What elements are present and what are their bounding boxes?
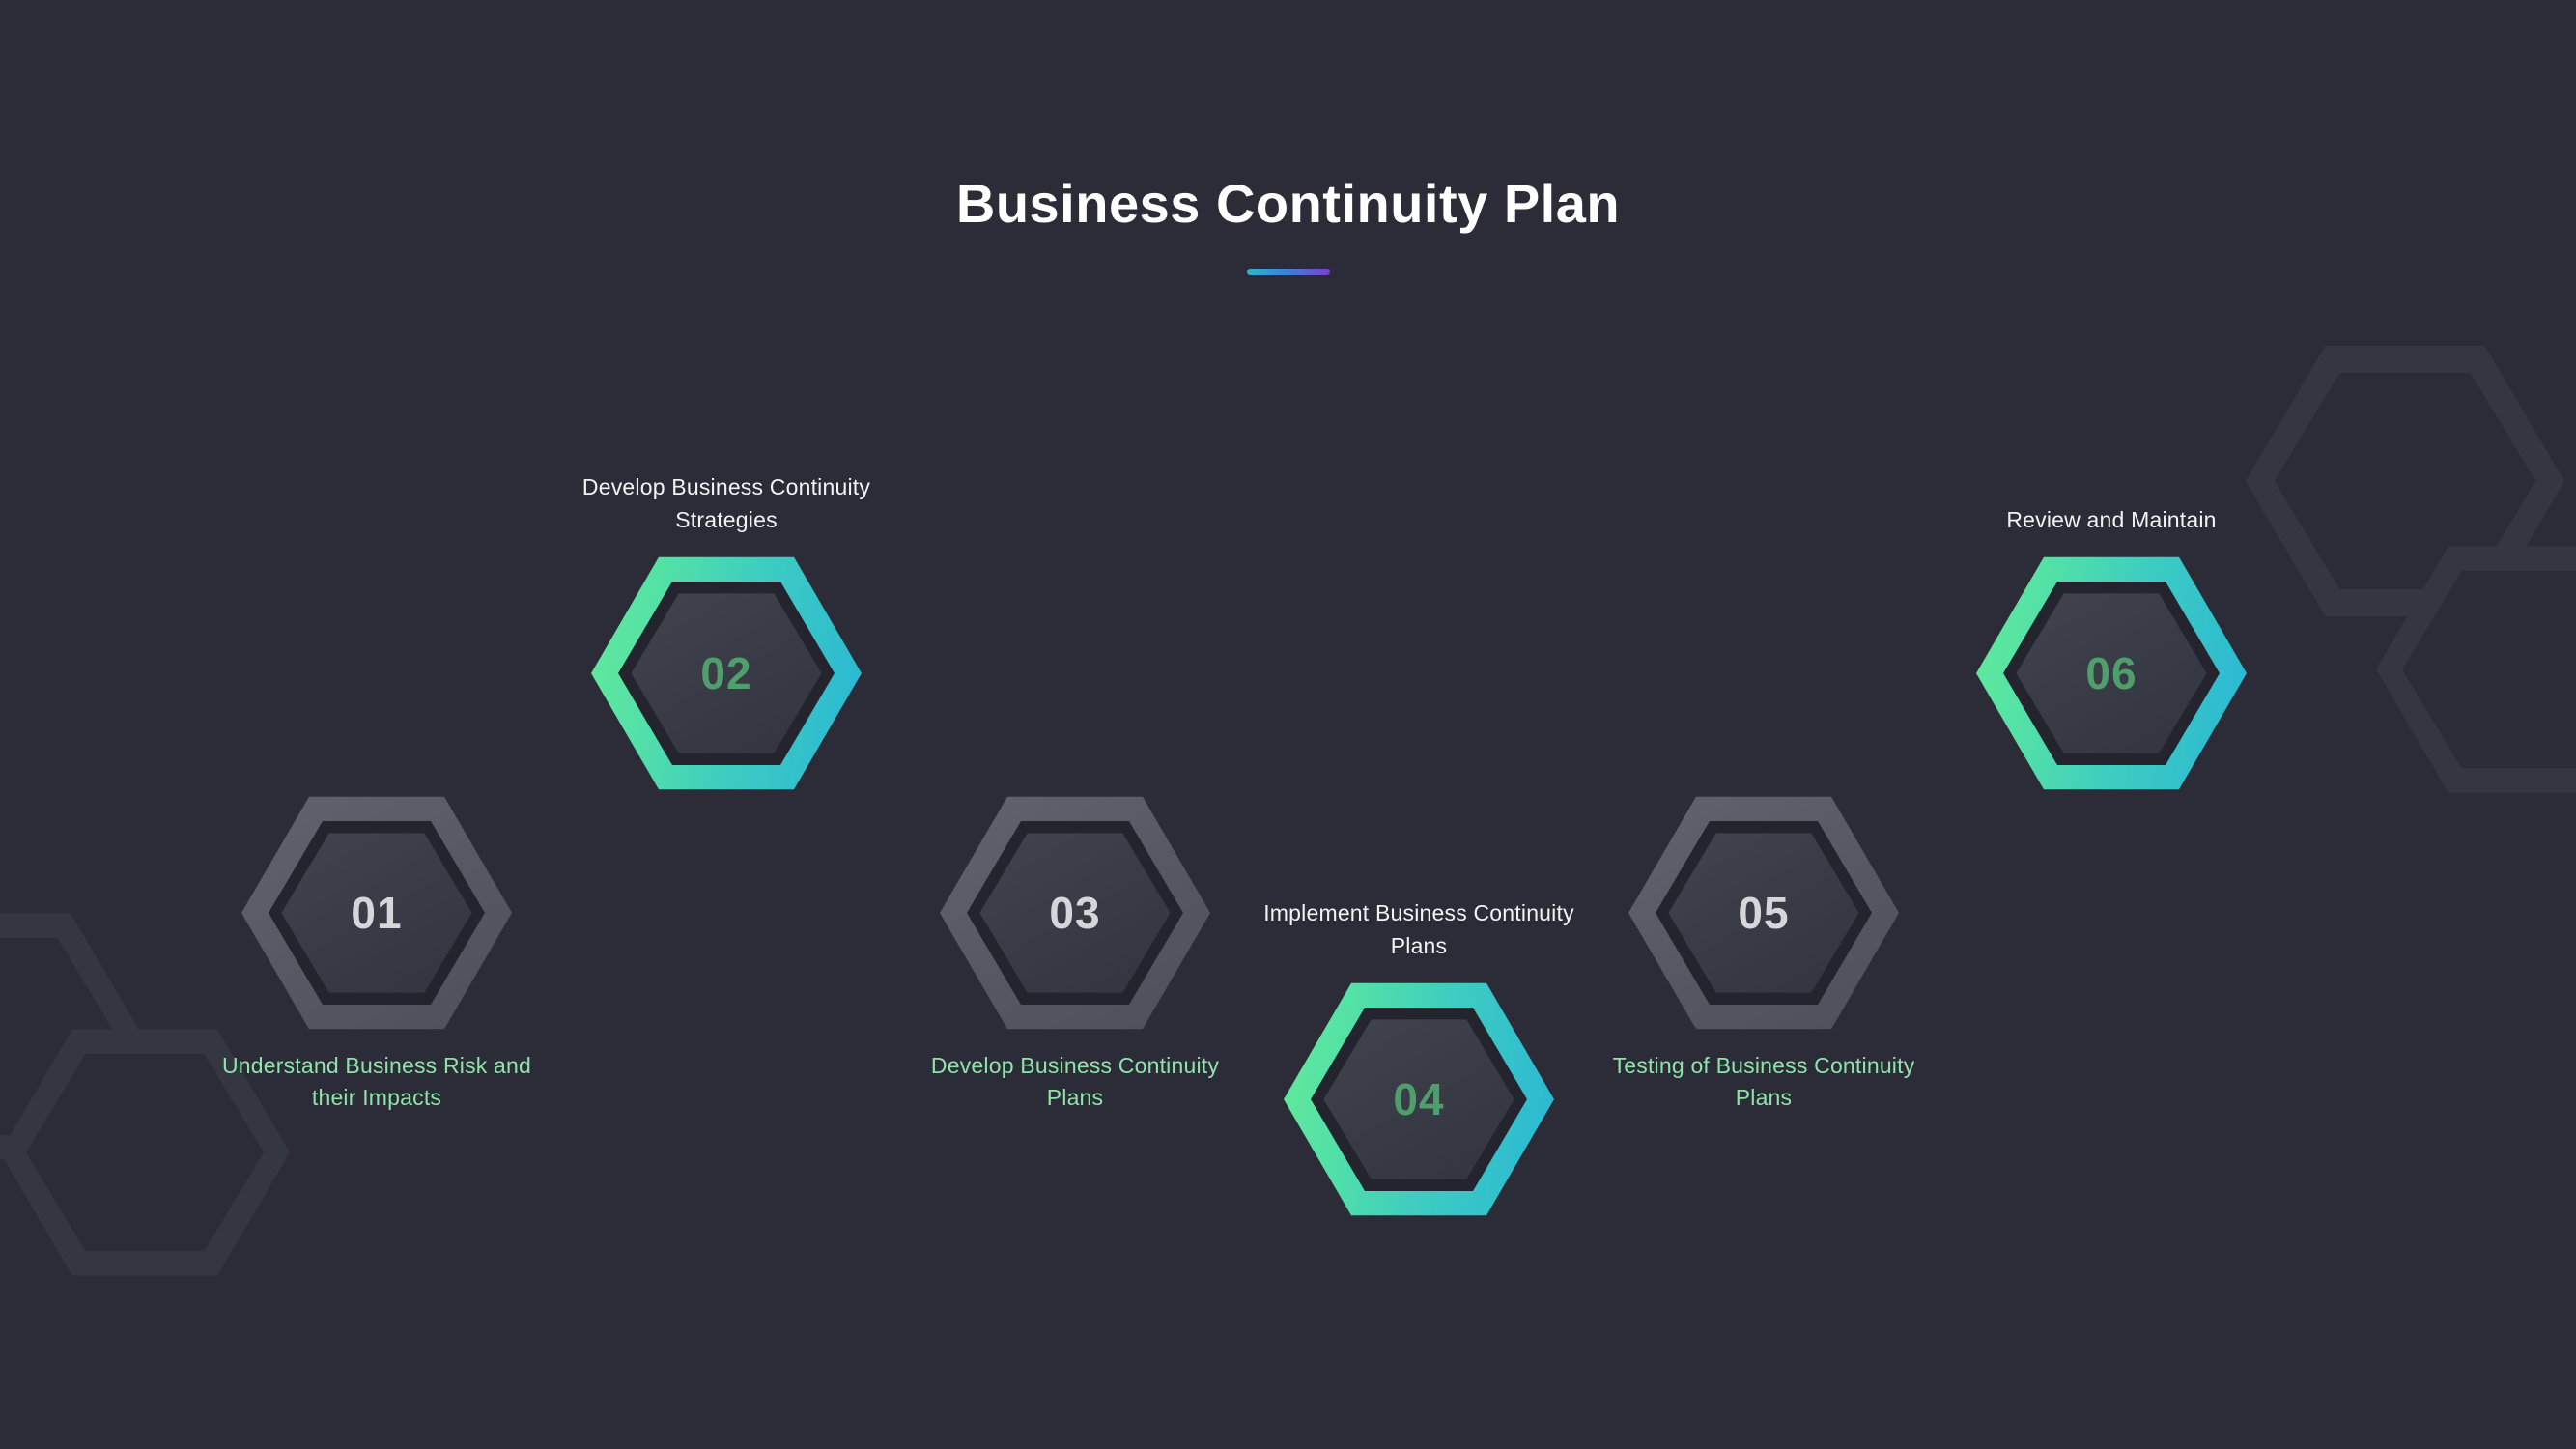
step-label-02: Develop Business Continuity Strategies: [581, 474, 871, 532]
decorative-hexagon-left-inner: [0, 1024, 290, 1281]
hexagon-inner: 06: [2016, 593, 2207, 753]
decorative-hexagon-hole: [26, 1053, 264, 1252]
step-item-04[interactable]: 04 Implement Business Continuity Plans: [1263, 900, 1574, 1219]
hexagon-inner: 03: [979, 833, 1171, 993]
hexagon-gap: 01: [269, 820, 485, 1006]
step-label-03: Develop Business Continuity Plans: [930, 1053, 1220, 1111]
hexagon-gap: 03: [967, 820, 1183, 1006]
step-item-03[interactable]: 03 Develop Business Continuity Plans: [931, 793, 1219, 1110]
step-number-03: 03: [1049, 888, 1101, 938]
step-number-04: 04: [1393, 1074, 1445, 1124]
step-item-06[interactable]: 06 Review and Maintain: [1976, 507, 2247, 793]
decorative-hexagon-ring: [2376, 546, 2576, 793]
hexagon-gap: 04: [1311, 1007, 1527, 1192]
hexagon-01[interactable]: 01: [241, 796, 512, 1030]
hexagon-inner: 04: [1323, 1019, 1514, 1179]
hexagon-05[interactable]: 05: [1628, 796, 1899, 1030]
hexagon-gap: 05: [1656, 820, 1872, 1006]
hexagon-inner: 02: [631, 593, 822, 753]
hexagon-06[interactable]: 06: [1976, 556, 2247, 790]
hexagon-04[interactable]: 04: [1284, 982, 1554, 1216]
step-number-01: 01: [351, 888, 403, 938]
step-number-02: 02: [700, 648, 752, 698]
hexagon-02[interactable]: 02: [591, 556, 862, 790]
step-number-05: 05: [1738, 888, 1790, 938]
title-underline-gradient: [1246, 268, 1330, 275]
step-label-04: Implement Business Continuity Plans: [1263, 900, 1574, 958]
step-item-01[interactable]: 01 Understand Business Risk and their Im…: [222, 793, 531, 1110]
step-item-02[interactable]: 02 Develop Business Continuity Strategie…: [582, 474, 870, 793]
step-number-06: 06: [2085, 648, 2137, 698]
decorative-hexagon-ring: [0, 1029, 290, 1276]
step-label-05: Testing of Business Continuity Plans: [1612, 1053, 1915, 1111]
decorative-hexagon-right-lower: [2376, 541, 2576, 798]
step-item-05[interactable]: 05 Testing of Business Continuity Plans: [1613, 793, 1914, 1110]
hexagon-03[interactable]: 03: [940, 796, 1210, 1030]
hexagon-gap: 02: [618, 581, 835, 766]
step-label-06: Review and Maintain: [2006, 506, 2217, 532]
hexagon-gap: 06: [2003, 581, 2220, 766]
page-title: Business Continuity Plan: [955, 173, 1621, 234]
decorative-hexagon-hole: [2402, 570, 2576, 769]
hexagon-inner: 01: [281, 833, 472, 993]
hexagon-inner: 05: [1668, 833, 1859, 993]
title-block: Business Continuity Plan: [0, 174, 2576, 275]
step-label-01: Understand Business Risk and their Impac…: [221, 1053, 532, 1111]
